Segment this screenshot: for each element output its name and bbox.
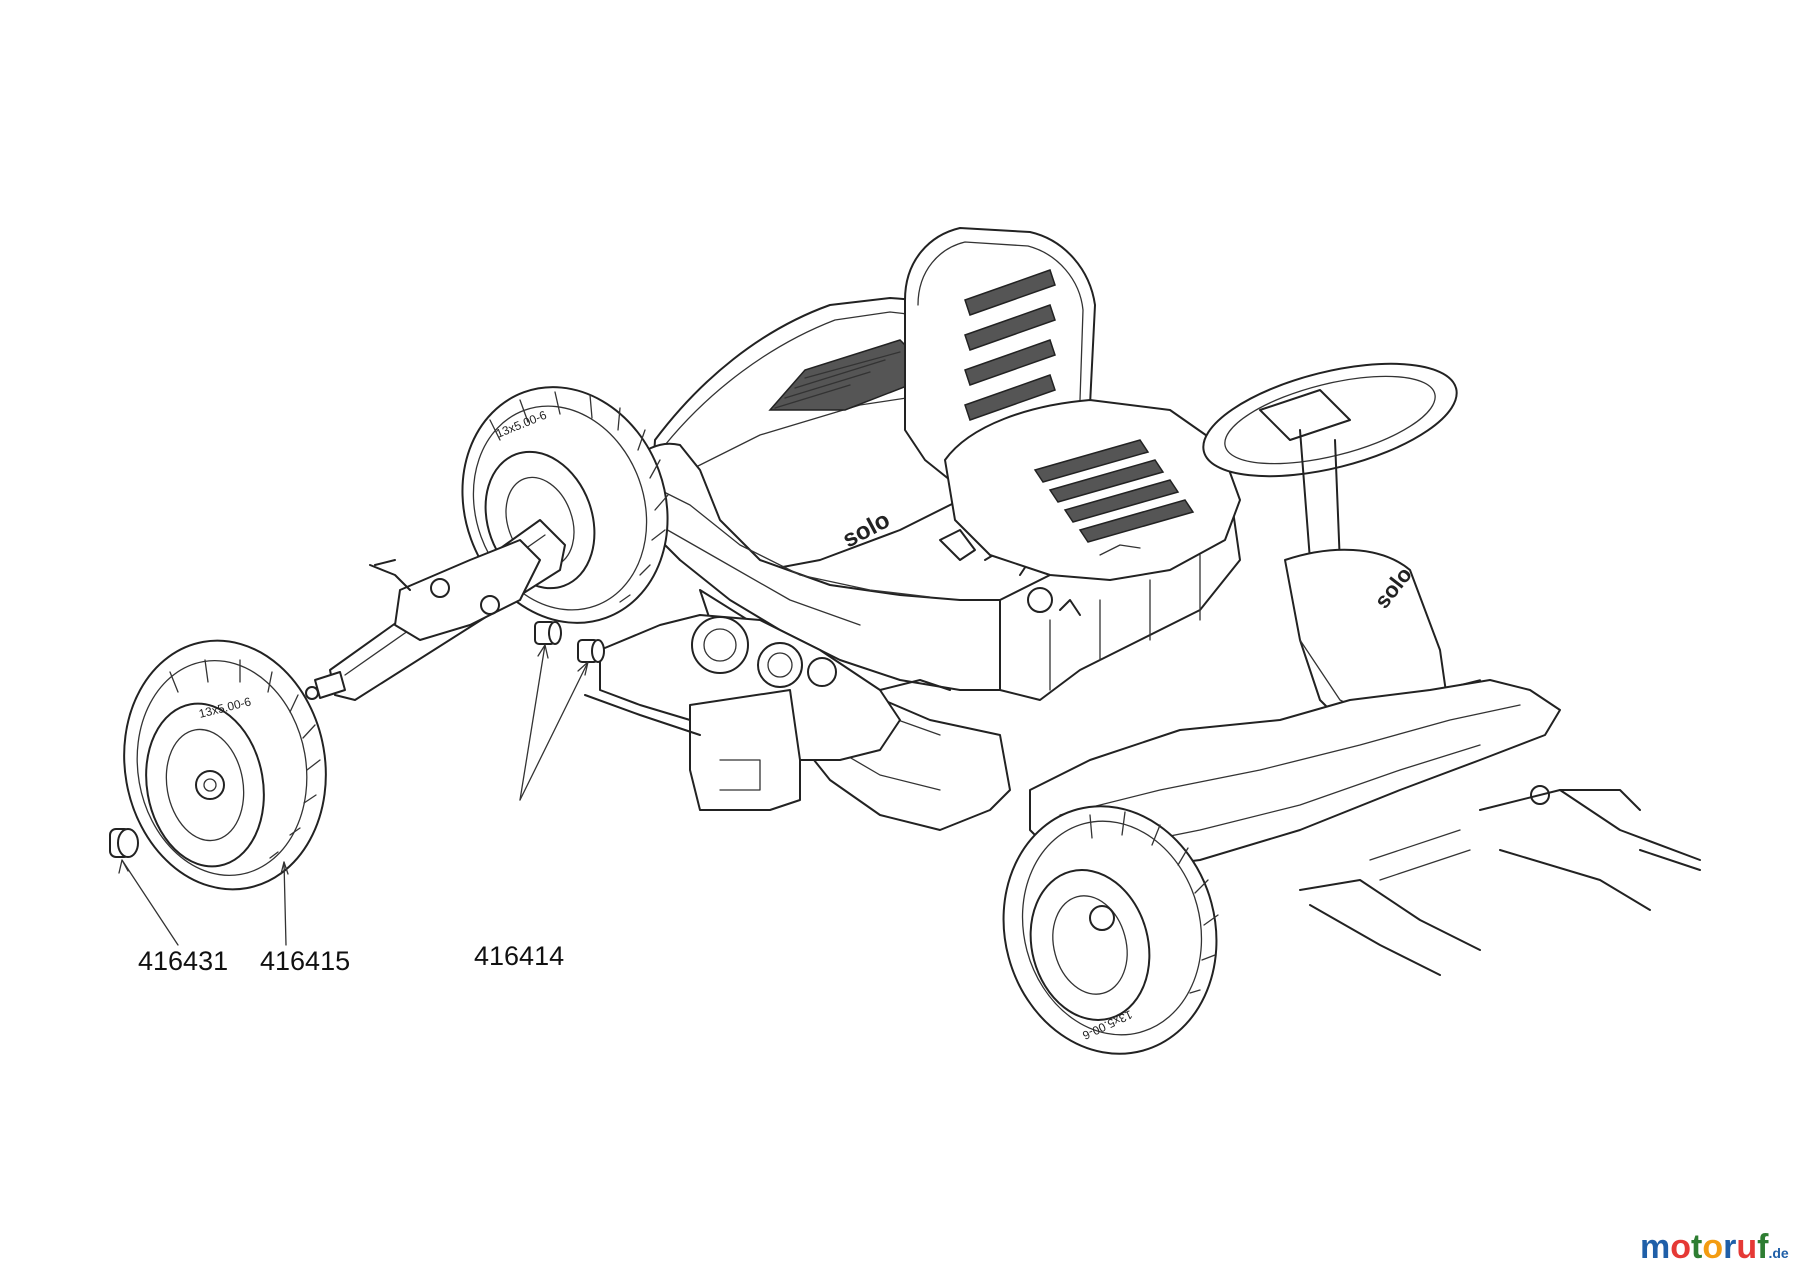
watermark-letter: o (1702, 1228, 1723, 1266)
motoruf-watermark: motoruf.de (1640, 1228, 1789, 1266)
watermark-logo: motoruf.de (1640, 1228, 1789, 1266)
front-wheel-exploded: 13x5.00-6 (123, 639, 327, 891)
watermark-letter: m (1640, 1228, 1670, 1266)
leader-416414-b (519, 661, 589, 801)
part-number-416431: 416431 (138, 946, 228, 976)
watermark-letter: t (1691, 1228, 1702, 1266)
watermark-letter: o (1670, 1228, 1691, 1266)
watermark-suffix: .de (1768, 1245, 1788, 1261)
seat (904, 227, 1241, 581)
leader-416415 (283, 861, 287, 946)
leader-416431 (121, 859, 179, 946)
part-number-416414: 416414 (474, 941, 564, 971)
watermark-letter: r (1723, 1228, 1736, 1266)
leader-lines (118, 644, 589, 946)
part-number-416415: 416415 (260, 946, 350, 976)
watermark-letter: f (1757, 1228, 1769, 1266)
leader-416414-a (519, 644, 546, 801)
hubcap-part (109, 828, 139, 858)
rear-wheel: 13x5.00-6 (1002, 805, 1219, 1055)
part-number-labels: 416431 416415 416414 (138, 941, 564, 976)
watermark-letter: u (1736, 1228, 1757, 1266)
front-axle (305, 519, 566, 701)
deck-bracket-assembly (584, 614, 951, 811)
bushing-parts (534, 621, 605, 663)
